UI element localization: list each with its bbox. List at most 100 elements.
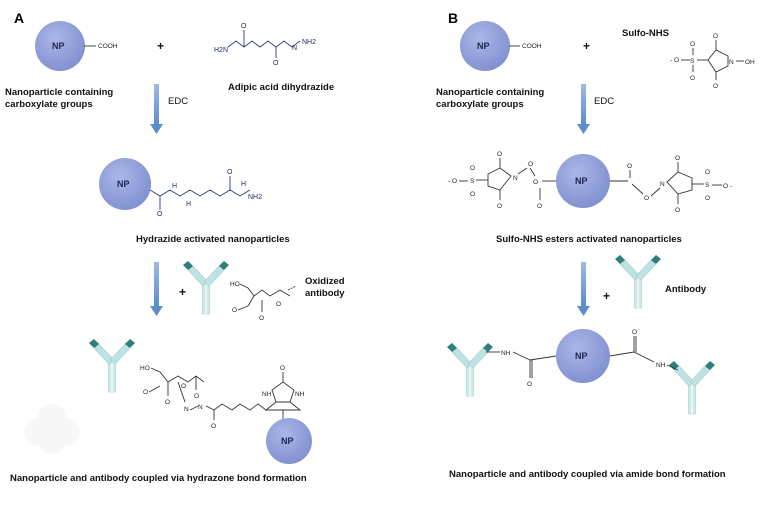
- svg-text:NH2: NH2: [248, 194, 262, 201]
- svg-text:O: O: [674, 57, 679, 64]
- svg-text:HO: HO: [140, 365, 150, 372]
- svg-text:O: O: [713, 83, 718, 90]
- svg-text:O: O: [627, 163, 632, 170]
- svg-text:-: -: [730, 183, 732, 190]
- svg-text:S: S: [690, 58, 695, 65]
- sulfo-nhs-structure: - O S O O O O N OH: [670, 33, 755, 90]
- plus-sign: +: [603, 289, 610, 303]
- panel-a-letter: A: [14, 10, 24, 26]
- svg-text:O: O: [211, 423, 216, 430]
- svg-text:O: O: [705, 195, 710, 202]
- svg-text:O: O: [470, 191, 475, 198]
- intermediate-label-a: Hydrazide activated nanoparticles: [136, 234, 290, 245]
- watermark-shape: [24, 404, 80, 454]
- svg-text:NH: NH: [262, 391, 272, 398]
- svg-text:N: N: [292, 45, 297, 52]
- svg-text:O: O: [705, 169, 710, 176]
- svg-text:S: S: [470, 178, 475, 185]
- svg-text:O: O: [194, 393, 199, 400]
- panel-b-letter: B: [448, 10, 458, 26]
- nanoparticle-b-start: NP COOH: [460, 21, 542, 71]
- antibody-icon: [182, 260, 230, 315]
- reagent-label-a: Adipic acid dihydrazide: [228, 82, 334, 93]
- svg-text:NP: NP: [575, 351, 588, 361]
- svg-text:O: O: [528, 161, 533, 168]
- svg-text:OH: OH: [745, 59, 755, 66]
- svg-text:O: O: [232, 307, 237, 314]
- svg-text:O: O: [527, 381, 532, 388]
- svg-text:O: O: [273, 60, 279, 67]
- svg-text:COOH: COOH: [98, 43, 118, 50]
- step-label-b1: EDC: [594, 96, 614, 107]
- reaction-arrow-a1: [150, 84, 163, 134]
- svg-text:NP: NP: [575, 176, 588, 186]
- svg-text:S: S: [705, 182, 710, 189]
- svg-text:O: O: [157, 211, 163, 218]
- start-label-a-line1: Nanoparticle containing: [5, 87, 113, 98]
- plus-sign: +: [157, 39, 164, 53]
- oxidized-sugar-structure: HO O O O: [230, 281, 297, 322]
- svg-text:O: O: [181, 383, 186, 390]
- nanoparticle-b-final: NP: [556, 329, 610, 383]
- plus-sign: +: [179, 285, 186, 299]
- nanoparticle-a-final: NP: [266, 418, 312, 464]
- start-label-b-line2: carboxylate groups: [436, 99, 524, 110]
- svg-text:O: O: [675, 155, 680, 162]
- nanoparticle-a-start: NP COOH: [35, 21, 118, 71]
- oxidized-label-line1: Oxidized: [305, 276, 345, 287]
- svg-text:O: O: [723, 183, 728, 190]
- svg-text:O: O: [280, 365, 285, 372]
- step-label-a1: EDC: [168, 96, 188, 107]
- svg-text:NH: NH: [656, 362, 666, 369]
- svg-text:O: O: [452, 178, 457, 185]
- svg-text:N: N: [184, 406, 189, 413]
- sulfo-nhs-ester-np: NP O O O N O O S O O - O O O N O O S: [448, 151, 732, 214]
- svg-text:O: O: [497, 151, 502, 158]
- oxidized-label-line2: antibody: [305, 288, 345, 299]
- svg-text:O: O: [470, 165, 475, 172]
- svg-text:O: O: [713, 33, 718, 40]
- antibody-icon: [446, 342, 494, 397]
- reagent-label-b: Sulfo-NHS: [622, 28, 669, 39]
- svg-text:N: N: [660, 181, 665, 188]
- svg-text:N: N: [198, 404, 203, 411]
- plus-sign: +: [583, 39, 590, 53]
- svg-text:O: O: [537, 203, 542, 210]
- start-label-a-line2: carboxylate groups: [5, 99, 93, 110]
- reaction-arrow-a2: [150, 262, 163, 316]
- svg-text:NH2: NH2: [302, 39, 316, 46]
- svg-text:O: O: [632, 329, 637, 336]
- intermediate-label-b: Sulfo-NHS esters activated nanoparticles: [496, 234, 682, 245]
- svg-text:O: O: [165, 399, 170, 406]
- svg-text:NP: NP: [281, 436, 294, 446]
- amide-linkage-structure: NH O O NH: [486, 329, 679, 388]
- reaction-arrow-b1: [577, 84, 590, 134]
- svg-text:NH: NH: [295, 391, 305, 398]
- antibody-label-b: Antibody: [665, 284, 707, 295]
- svg-text:NP: NP: [117, 179, 130, 189]
- svg-text:O: O: [241, 23, 247, 30]
- antibody-icon: [88, 338, 136, 393]
- svg-text:O: O: [690, 75, 695, 82]
- svg-text:HO: HO: [230, 281, 240, 288]
- svg-text:O: O: [143, 389, 148, 396]
- svg-text:O: O: [690, 41, 695, 48]
- svg-text:H: H: [241, 181, 246, 188]
- svg-text:N: N: [513, 175, 518, 182]
- final-label-b: Nanoparticle and antibody coupled via am…: [449, 469, 726, 480]
- svg-text:O: O: [227, 169, 233, 176]
- svg-text:H: H: [172, 183, 177, 190]
- svg-text:O: O: [644, 195, 649, 202]
- svg-text:NP: NP: [52, 41, 65, 51]
- adipic-dihydrazide-structure: H2N O O N NH2: [214, 23, 316, 67]
- svg-text:O: O: [533, 179, 538, 186]
- svg-text:H: H: [186, 201, 191, 208]
- svg-text:-: -: [670, 57, 672, 64]
- svg-text:O: O: [675, 207, 680, 214]
- svg-text:O: O: [497, 203, 502, 210]
- svg-text:NH: NH: [501, 350, 511, 357]
- antibody-icon: [614, 254, 662, 309]
- svg-text:O: O: [259, 315, 264, 322]
- svg-text:COOH: COOH: [522, 43, 542, 50]
